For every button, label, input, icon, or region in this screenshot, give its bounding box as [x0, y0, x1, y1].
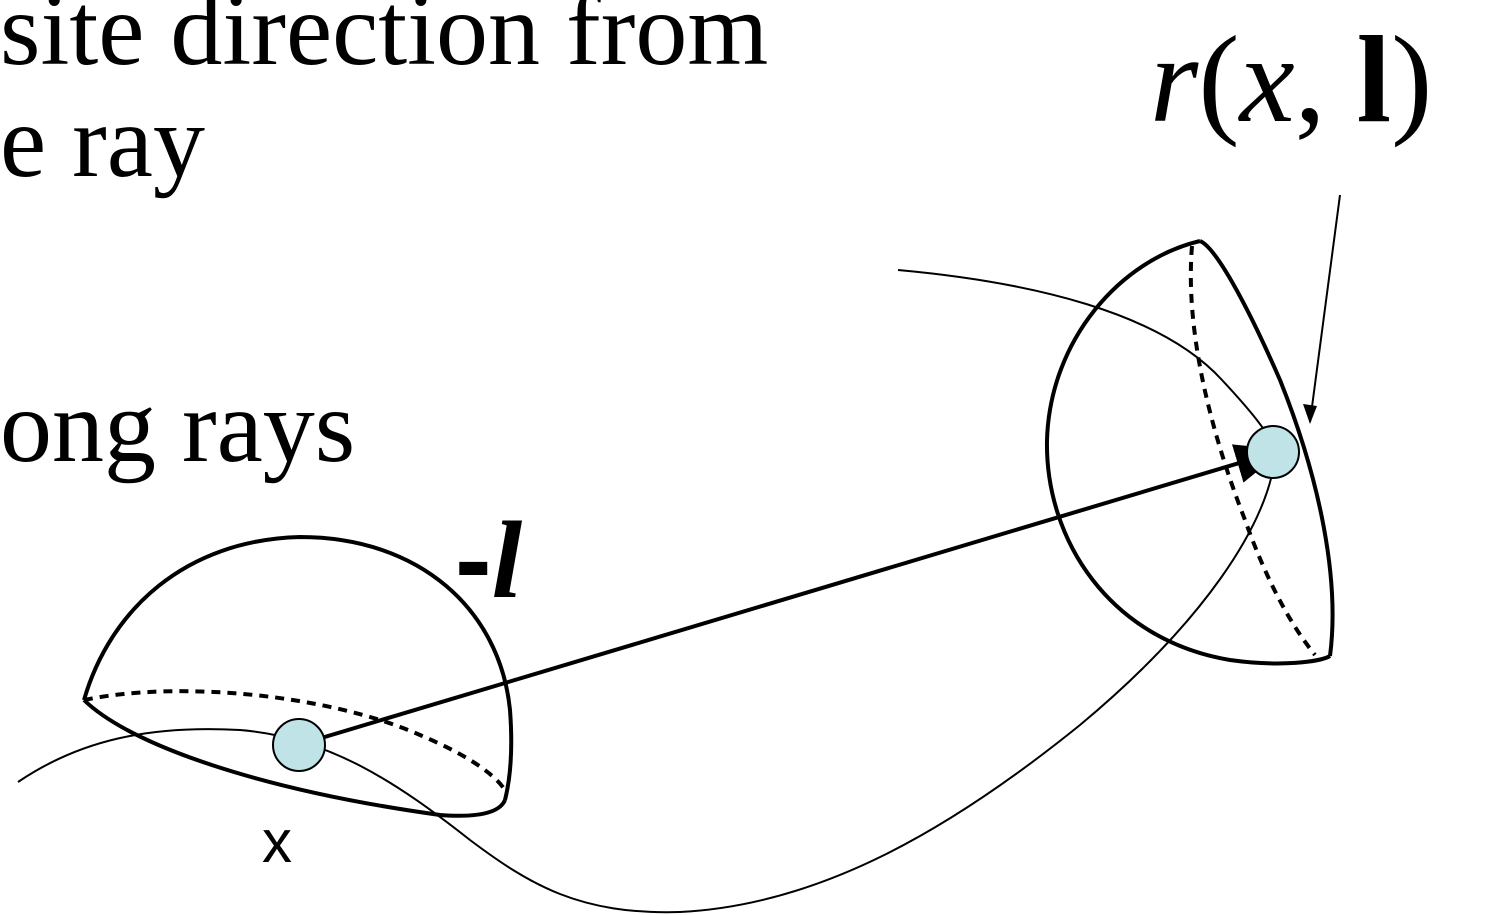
caption-line-1: site direction from [0, 0, 769, 87]
caption-line-3: ong rays [0, 369, 356, 484]
left-hemisphere-dome [82, 534, 514, 801]
direction-var: l [491, 499, 523, 621]
surface-curve-left [17, 449, 1277, 914]
fn-close-paren: ) [1391, 11, 1433, 148]
fn-open-paren: ( [1198, 11, 1240, 148]
ray-arrow [297, 444, 1284, 747]
right-hemisphere-rim-back [1188, 245, 1317, 657]
surface-curve-right [897, 269, 1277, 451]
label-pointer-head [1303, 404, 1317, 424]
caption-line-2: e ray [0, 84, 205, 199]
fn-name: r [1150, 11, 1199, 148]
left-hemisphere-base-front [82, 698, 507, 818]
direction-label: -l [455, 505, 522, 616]
direction-sign: - [455, 498, 492, 621]
point-x-label: x [262, 808, 292, 875]
left-hemisphere-base-back [83, 689, 507, 792]
fn-arg-x: x [1239, 11, 1295, 148]
right-hemisphere-rim-front [1199, 239, 1335, 657]
ray-function-label: r(x, l) [1150, 18, 1432, 142]
fn-arg-l: l [1356, 11, 1392, 148]
point-r [1246, 425, 1300, 479]
label-pointer [1309, 194, 1341, 423]
fn-separator: , [1294, 11, 1357, 148]
right-hemisphere-dome [1044, 239, 1332, 666]
point-x [272, 718, 326, 772]
